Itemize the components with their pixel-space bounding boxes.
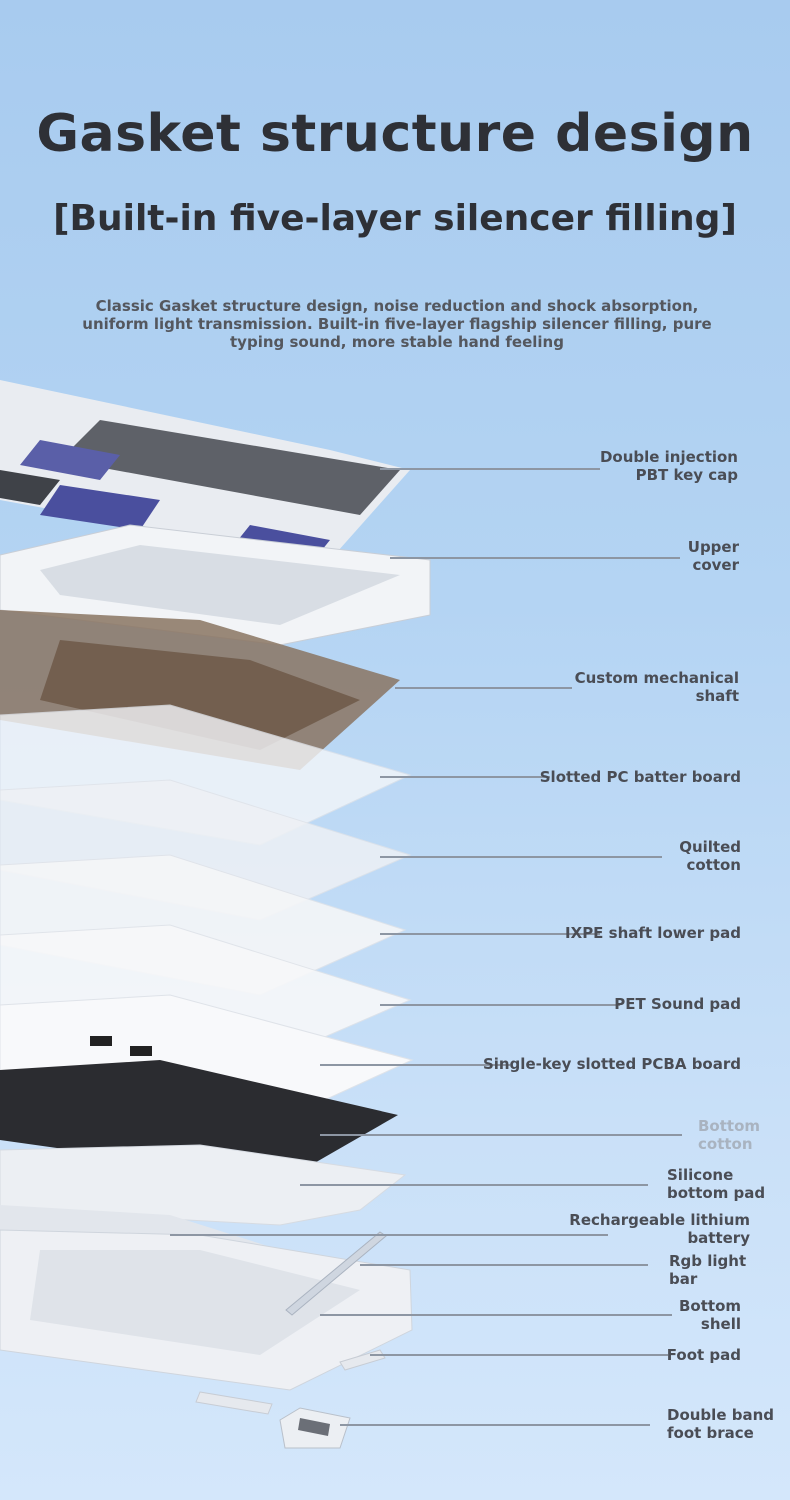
upper-cover-layer [0, 524, 431, 646]
label-ixpe-pad: IXPE shaft lower pad [565, 924, 741, 942]
leader-line [300, 1184, 648, 1186]
leader-line [380, 856, 662, 858]
leader-line [320, 1064, 510, 1066]
label-pc-board: Slotted PC batter board [539, 768, 741, 786]
leader-line [320, 1134, 682, 1136]
label-pet-pad: PET Sound pad [614, 995, 741, 1013]
bottom-shell-layer [0, 1229, 413, 1391]
foot-brace [279, 1407, 351, 1449]
silicone-pad-layer [0, 1144, 407, 1226]
leader-line [340, 1424, 650, 1426]
page-title: Gasket structure design [36, 104, 754, 164]
leader-line [380, 933, 600, 935]
pcba-chip [130, 1046, 152, 1056]
pcba-chip [90, 1036, 112, 1046]
keycap-layer [0, 380, 410, 565]
leader-line [370, 1354, 668, 1356]
label-foot-pad: Foot pad [666, 1346, 741, 1364]
leader-line [320, 1314, 672, 1316]
leader-line [380, 1004, 620, 1006]
foot-pad [195, 1391, 273, 1415]
leader-line [380, 468, 600, 470]
leader-line [360, 1264, 648, 1266]
leader-line [170, 1234, 608, 1236]
leader-line [380, 776, 550, 778]
description: Classic Gasket structure design, noise r… [82, 297, 712, 351]
page-subtitle: [Built-in five-layer silencer filling] [53, 198, 737, 239]
leader-line [390, 557, 680, 559]
label-pcba-board: Single-key slotted PCBA board [482, 1055, 741, 1073]
leader-line [395, 687, 572, 689]
